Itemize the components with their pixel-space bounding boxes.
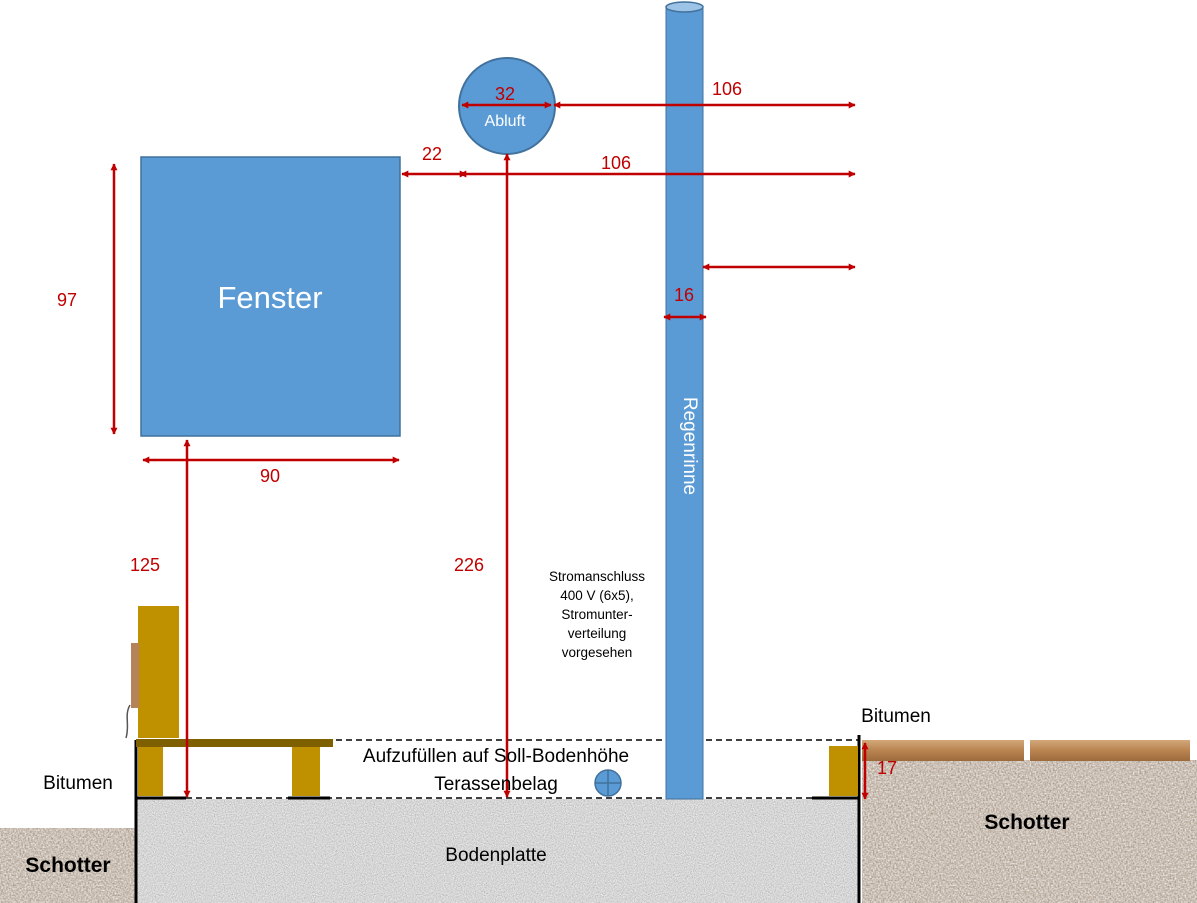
power-note-line-1: Stromanschluss <box>549 569 645 584</box>
wood-post-mid <box>292 747 320 796</box>
bitumen-seal-left <box>125 704 131 739</box>
wood-post-right <box>829 746 858 796</box>
dim-window-width: 90 <box>260 466 280 486</box>
dim-window-height: 97 <box>57 290 77 310</box>
floor-slab-label: Bodenplatte <box>445 845 546 866</box>
power-note-line-3: Stromunter- <box>561 607 632 622</box>
power-note-line-2: 400 V (6x5), <box>560 588 634 603</box>
dim-exhaust-to-right: 106 <box>712 79 742 99</box>
exhaust-label: Abluft <box>485 113 526 130</box>
power-note-line-5: vorgesehen <box>562 645 633 660</box>
bitumen-left-label: Bitumen <box>43 773 113 794</box>
dim-sill-height: 125 <box>130 555 160 575</box>
dim-window-to-exhaust: 22 <box>422 144 442 164</box>
power-note-line-4: verteilung <box>568 626 627 641</box>
terrace-plank-right-1 <box>862 740 1024 761</box>
wood-beam <box>136 739 333 747</box>
dim-gutter-width: 16 <box>674 285 694 305</box>
wood-post-tall <box>138 606 179 738</box>
gravel-left-label: Schotter <box>25 854 110 877</box>
gravel-right-label: Schotter <box>984 811 1069 834</box>
dim-exhaust-height: 226 <box>454 555 484 575</box>
gutter-pipe-top <box>665 1 704 13</box>
dim-window-to-right: 106 <box>601 153 631 173</box>
brick-edge <box>131 643 139 708</box>
bitumen-right-label: Bitumen <box>861 706 931 727</box>
fill-note: Aufzufüllen auf Soll-Bodenhöhe <box>363 746 629 767</box>
window-box <box>140 156 401 437</box>
dim-deck-height: 17 <box>877 758 897 778</box>
terrace-plank-right-2 <box>1030 740 1190 761</box>
gravel-left-area <box>0 828 136 903</box>
power-note: Stromanschluss 400 V (6x5), Stromunter- … <box>549 569 645 660</box>
gutter-label: Regenrinne <box>679 397 700 495</box>
deck-note: Terassenbelag <box>434 774 558 795</box>
wood-post-left <box>138 747 163 796</box>
gravel-right-area <box>862 760 1197 903</box>
window-label: Fenster <box>217 280 322 315</box>
dim-exhaust-diameter: 32 <box>495 84 515 104</box>
floor-slab <box>136 799 860 903</box>
